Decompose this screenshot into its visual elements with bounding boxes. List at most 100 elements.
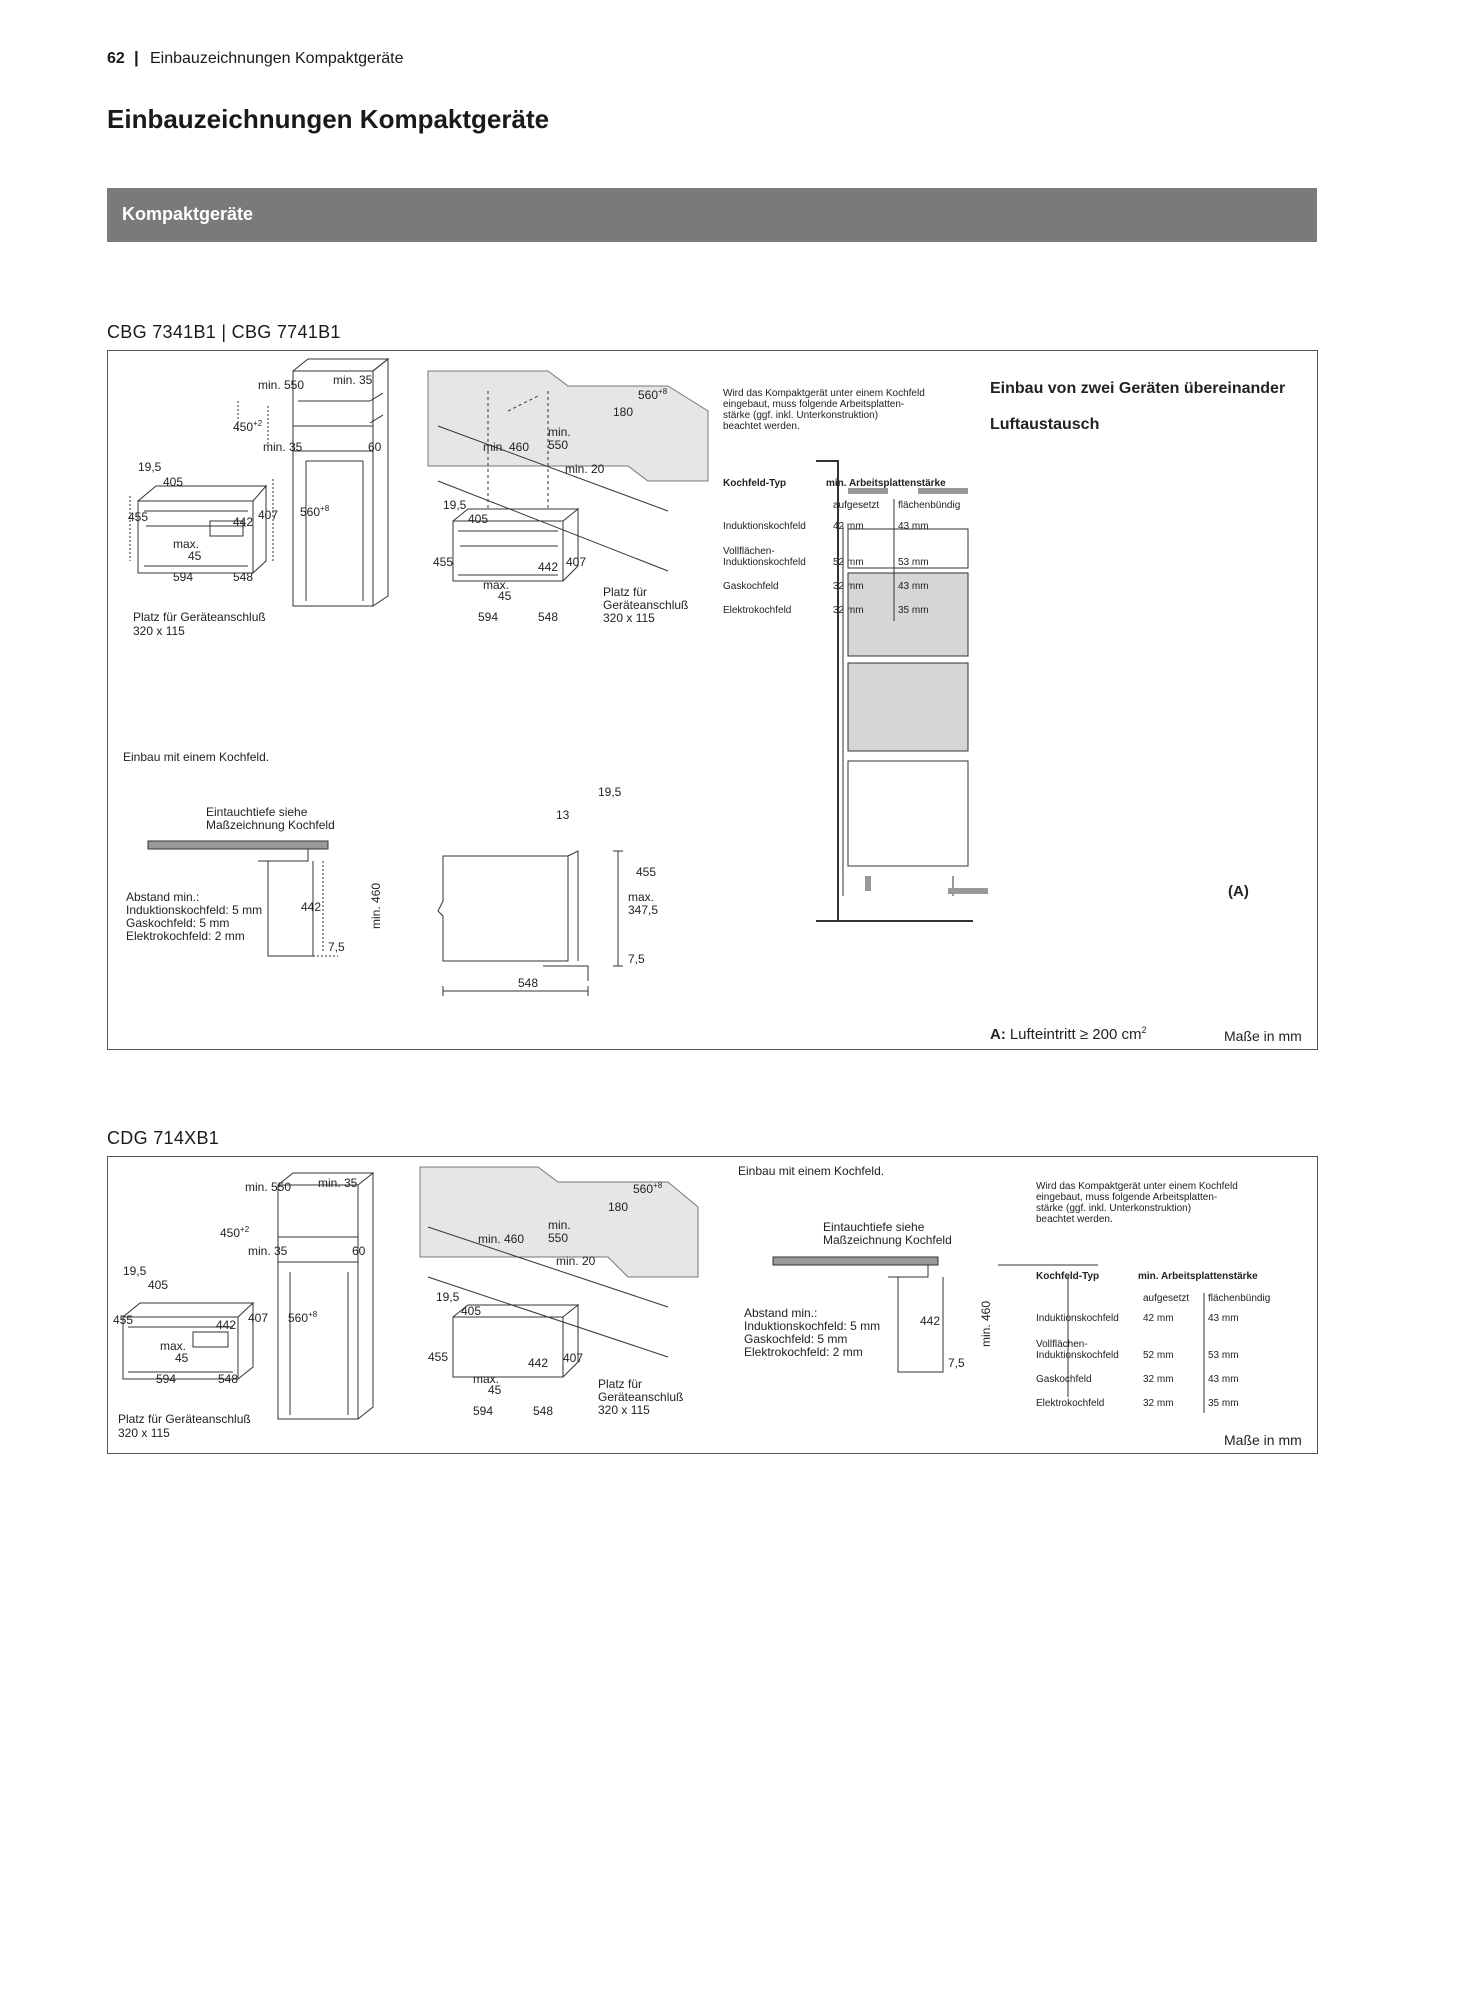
dim-594b: 594 [478,610,498,624]
p2-dim-594b: 594 [473,1404,493,1418]
platz-size: 320 x 115 [133,624,185,638]
p2-row-4-a: 32 mm [1143,1398,1174,1409]
section-band: Kompaktgeräte [107,188,1317,242]
note-line-1: Wird das Kompaktgerät unter einem Kochfe… [723,388,925,399]
installation-drawing-2: min. 550 min. 35 450+2 min. 35 60 19,5 4… [113,1164,1302,1448]
p2-row-1-a: 42 mm [1143,1313,1174,1324]
hob-dim-7-5: 7,5 [328,940,345,954]
air-legend: A:Lufteintritt ≥ 200 cm2 [990,1025,1146,1043]
dim-min20: min. 20 [565,462,605,476]
drawing-panel-1: min. 550 min. 35 450+2 min. 35 60 19,5 4… [107,350,1318,1050]
p2-dim-max: max. [160,1339,186,1353]
p2-note-1: Wird das Kompaktgerät unter einem Kochfe… [1036,1181,1238,1192]
p2-abstand-4: Elektrokochfeld: 2 mm [744,1345,863,1359]
p2-dim-min550: min. 550 [245,1180,291,1194]
table-row-4-a: 32 mm [833,605,864,616]
table-row-1-a: 42 mm [833,521,864,532]
p2-dim-min35: min. 35 [318,1176,358,1190]
abstand-1: Abstand min.: [126,890,199,904]
p2-hob-7-5: 7,5 [948,1356,965,1370]
table-row-1-b: 43 mm [898,521,929,532]
p2-platz2-label-b: Geräteanschluß [598,1390,683,1404]
p2-row-2-b: 53 mm [1208,1350,1239,1361]
side-dim-max: max. [628,890,654,904]
p2-abstand-2: Induktionskochfeld: 5 mm [744,1319,880,1333]
p2-dim-550: 550 [548,1231,568,1245]
abstand-4: Elektrokochfeld: 2 mm [126,929,245,943]
side-dim-455: 455 [636,865,656,879]
table-row-2-a: 52 mm [833,557,864,568]
p2-dim-455b: 455 [428,1350,448,1364]
p2-row-4-type: Elektrokochfeld [1036,1398,1104,1409]
dim-60: 60 [368,440,382,454]
p2-row-2-type: Vollflächen- [1036,1339,1088,1350]
dim-45: 45 [188,549,202,563]
header-section: Einbauzeichnungen Kompaktgeräte [150,50,404,67]
dim-min550b: min. [548,425,571,439]
p2-dim-19-5: 19,5 [123,1264,147,1278]
p2-dim-594: 594 [156,1372,176,1386]
hob-dim-min460: min. 460 [369,883,383,929]
dim-max: max. [173,537,199,551]
dim-450: 450+2 [233,419,263,434]
stack-title: Einbau von zwei Geräten übereinander [990,380,1285,397]
dim-maxb: max. [483,578,509,592]
dim-19-5: 19,5 [138,460,162,474]
header-separator: | [134,48,139,67]
dim-45b: 45 [498,589,512,603]
dim-19-5b: 19,5 [443,498,467,512]
p2-table-sub-2: flächenbündig [1208,1293,1270,1304]
dim-min35: min. 35 [333,373,373,387]
dim-594: 594 [173,570,193,584]
table-row-4-type: Elektrokochfeld [723,605,791,616]
p2-dim-min20: min. 20 [556,1254,596,1268]
p2-dim-19-5b: 19,5 [436,1290,460,1304]
p2-dim-407: 407 [248,1311,268,1325]
side-dim-548: 548 [518,976,538,990]
p2-platz2-size: 320 x 115 [598,1403,650,1417]
note-line-3: stärke (ggf. inkl. Unterkonstruktion) [723,410,878,421]
p2-dim-560b: 560+8 [633,1181,663,1196]
p2-note-3: stärke (ggf. inkl. Unterkonstruktion) [1036,1203,1191,1214]
p2-eintauch-1: Eintauchtiefe siehe [823,1220,925,1234]
dim-407b: 407 [566,555,586,569]
p2-row-4-b: 35 mm [1208,1398,1239,1409]
dim-455b: 455 [433,555,453,569]
dim-407: 407 [258,508,278,522]
dim-min550: min. 550 [258,378,304,392]
dim-405b: 405 [468,512,488,526]
abstand-3: Gaskochfeld: 5 mm [126,916,229,930]
p2-abstand-3: Gaskochfeld: 5 mm [744,1332,847,1346]
drawing-panel-2: min. 550 min. 35 450+2 min. 35 60 19,5 4… [107,1156,1318,1454]
p2-table-head-1: Kochfeld-Typ [1036,1271,1099,1282]
table-row-4-b: 35 mm [898,605,929,616]
table-row-3-type: Gaskochfeld [723,581,779,592]
dim-548: 548 [233,570,253,584]
p2-platz-size: 320 x 115 [118,1426,170,1440]
dim-560: 560+8 [300,504,330,519]
model-label-1: CBG 7341B1 | CBG 7741B1 [107,322,341,342]
hob-title-1: Einbau mit einem Kochfeld. [123,750,269,764]
dim-548b: 548 [538,610,558,624]
side-dim-19-5: 19,5 [598,785,622,799]
p2-dim-min550b: min. [548,1218,571,1232]
p2-hob-title: Einbau mit einem Kochfeld. [738,1164,884,1178]
label-a: (A) [1228,883,1249,900]
dim-560b: 560+8 [638,387,668,402]
p2-platz-label: Platz für Geräteanschluß [118,1412,251,1426]
p2-dim-455: 455 [113,1313,133,1327]
platz2-label-b: Geräteanschluß [603,598,688,612]
section-band-label: Kompaktgeräte [122,204,254,224]
dim-180: 180 [613,405,633,419]
dim-550: 550 [548,438,568,452]
table-sub-2: flächenbündig [898,500,960,511]
abstand-2: Induktionskochfeld: 5 mm [126,903,262,917]
table-head-1: Kochfeld-Typ [723,478,786,489]
dim-442: 442 [233,515,253,529]
side-dim-13: 13 [556,808,570,822]
dim-min35b: min. 35 [263,440,303,454]
p2-note-2: eingebaut, muss folgende Arbeitsplatten- [1036,1192,1217,1203]
table-row-1-type: Induktionskochfeld [723,521,806,532]
dim-min460: min. 460 [483,440,529,454]
p2-hob-min460: min. 460 [979,1301,993,1347]
